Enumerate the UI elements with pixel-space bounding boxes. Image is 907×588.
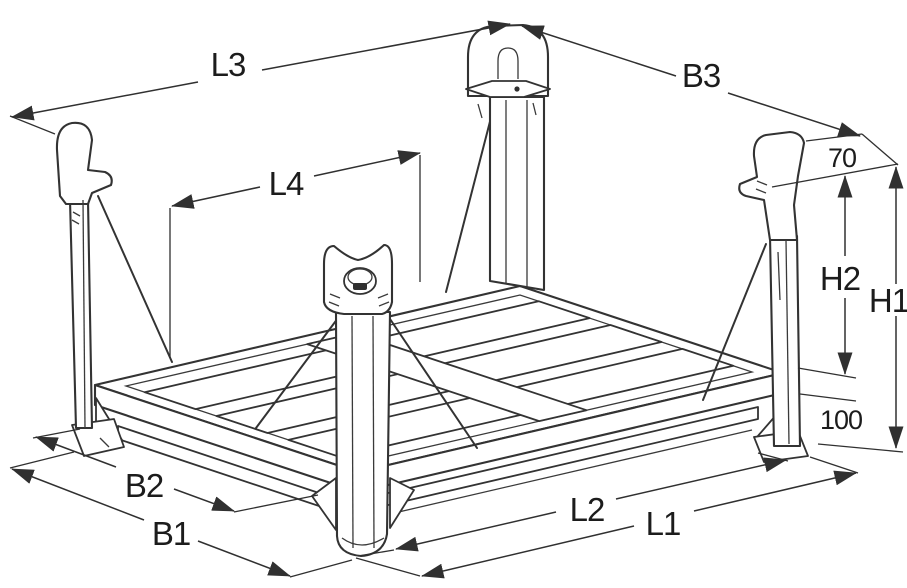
post-back-right bbox=[465, 23, 551, 292]
dim-label-h2: H2 bbox=[820, 260, 860, 297]
dim-label-b2: B2 bbox=[125, 467, 163, 504]
dim-label-l1: L1 bbox=[646, 505, 681, 542]
post-front bbox=[311, 243, 415, 558]
dim-label-l4: L4 bbox=[269, 165, 304, 202]
ext-b2-left bbox=[32, 428, 81, 439]
ext-l3-left bbox=[9, 115, 56, 135]
post-back-left bbox=[55, 121, 113, 430]
post-right bbox=[738, 130, 806, 448]
ext-b1-right bbox=[289, 559, 353, 578]
ext-l1-left bbox=[355, 557, 421, 577]
ext-shoulder bbox=[771, 163, 899, 188]
dim-label-l3: L3 bbox=[211, 46, 246, 83]
corner-braces bbox=[97, 105, 767, 449]
dimension-annotations: L3 B3 L4 B2 B1 L2 L1 bbox=[9, 20, 907, 579]
ext-b1-left bbox=[9, 451, 75, 469]
ext-post-top bbox=[805, 133, 863, 142]
ext-l1-right bbox=[809, 456, 859, 474]
dim-label-h1: H1 bbox=[869, 282, 907, 319]
ext-b2-right bbox=[233, 494, 319, 513]
ext-deck-bottom bbox=[799, 393, 857, 402]
dim-label-b1: B1 bbox=[152, 515, 190, 552]
ext-connector bbox=[861, 133, 899, 166]
dim-label-cap-offset: 70 bbox=[828, 143, 856, 173]
ext-l2-left bbox=[357, 549, 395, 557]
pallet-deck bbox=[93, 284, 785, 515]
dim-label-foot-height: 100 bbox=[820, 405, 862, 435]
ext-deck-top bbox=[797, 367, 857, 379]
ext-floor bbox=[817, 443, 904, 453]
dim-label-l2: L2 bbox=[570, 491, 605, 528]
dim-label-b3: B3 bbox=[682, 57, 720, 94]
